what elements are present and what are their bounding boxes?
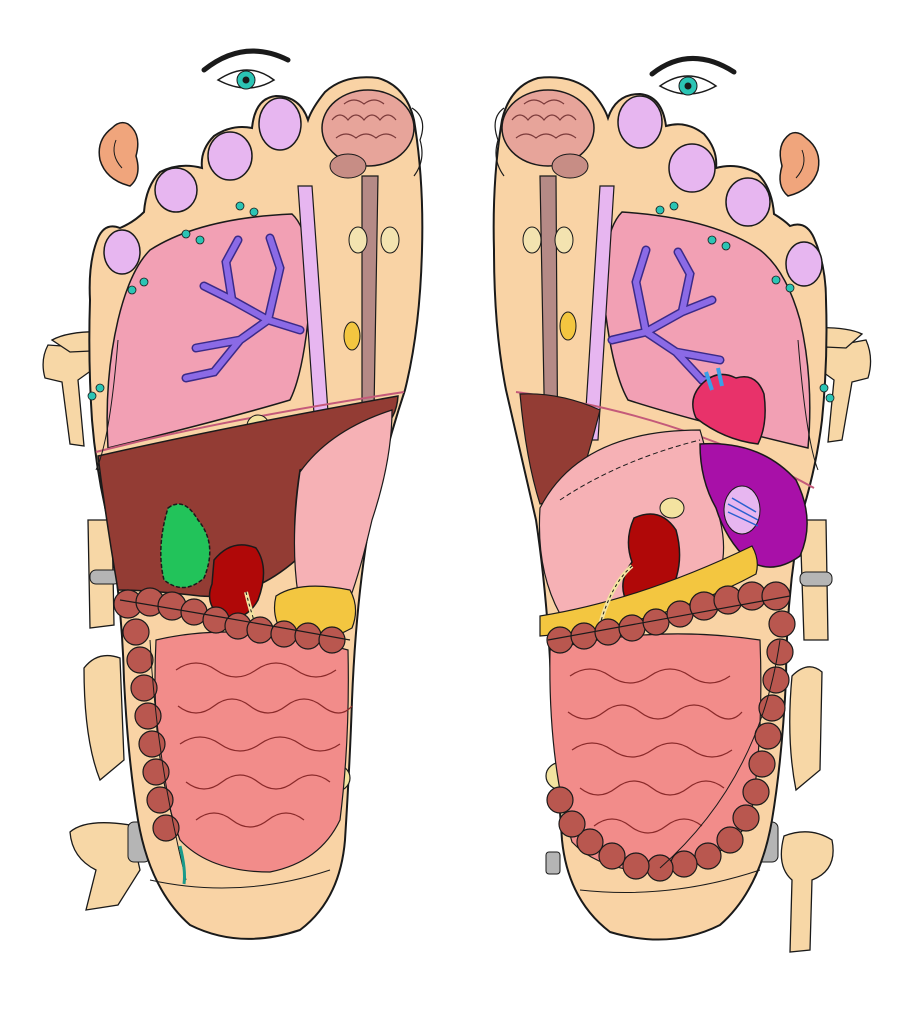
left-toe-pads [103, 97, 302, 275]
left-stomach [293, 409, 393, 602]
right-heel-line [579, 869, 761, 893]
left-sinus-marks [343, 226, 400, 351]
right-colon [546, 581, 796, 882]
left-appendix [178, 845, 186, 885]
right-intestine-folds [567, 668, 743, 834]
left-toe-connectors [87, 201, 259, 401]
right-toe-connectors [655, 201, 835, 403]
right-sciatic-line [659, 639, 781, 869]
left-ear-icon [98, 121, 139, 187]
left-small-intestine [154, 631, 349, 873]
right-stomach-dash [559, 439, 701, 501]
left-arch-line [95, 339, 119, 471]
right-colon-line [547, 595, 791, 641]
right-foot [492, 56, 872, 953]
right-eye-icon [649, 56, 737, 96]
left-intestine-folds [175, 662, 353, 828]
right-heart-icon [692, 367, 766, 445]
left-diaphragm-line [95, 391, 405, 453]
right-arch-line [797, 339, 819, 471]
left-sciatic-line [149, 639, 187, 881]
left-lung [106, 213, 311, 449]
left-colon-line [119, 599, 351, 641]
left-foot [42, 48, 424, 940]
left-brain-icon [321, 89, 424, 179]
right-trachea [583, 185, 615, 441]
right-toe-pads [617, 95, 823, 287]
right-brain-icon [494, 89, 595, 179]
right-sinus-marks [522, 226, 577, 341]
right-ear-icon [779, 131, 820, 197]
right-bronchi-fill [609, 247, 735, 387]
left-eye-icon [201, 48, 291, 90]
left-heel-line [149, 869, 331, 889]
right-spleen-icon [699, 442, 808, 568]
left-bronchi-fill [183, 235, 303, 381]
right-adrenal [659, 497, 685, 519]
left-gall-bladder [160, 503, 211, 589]
